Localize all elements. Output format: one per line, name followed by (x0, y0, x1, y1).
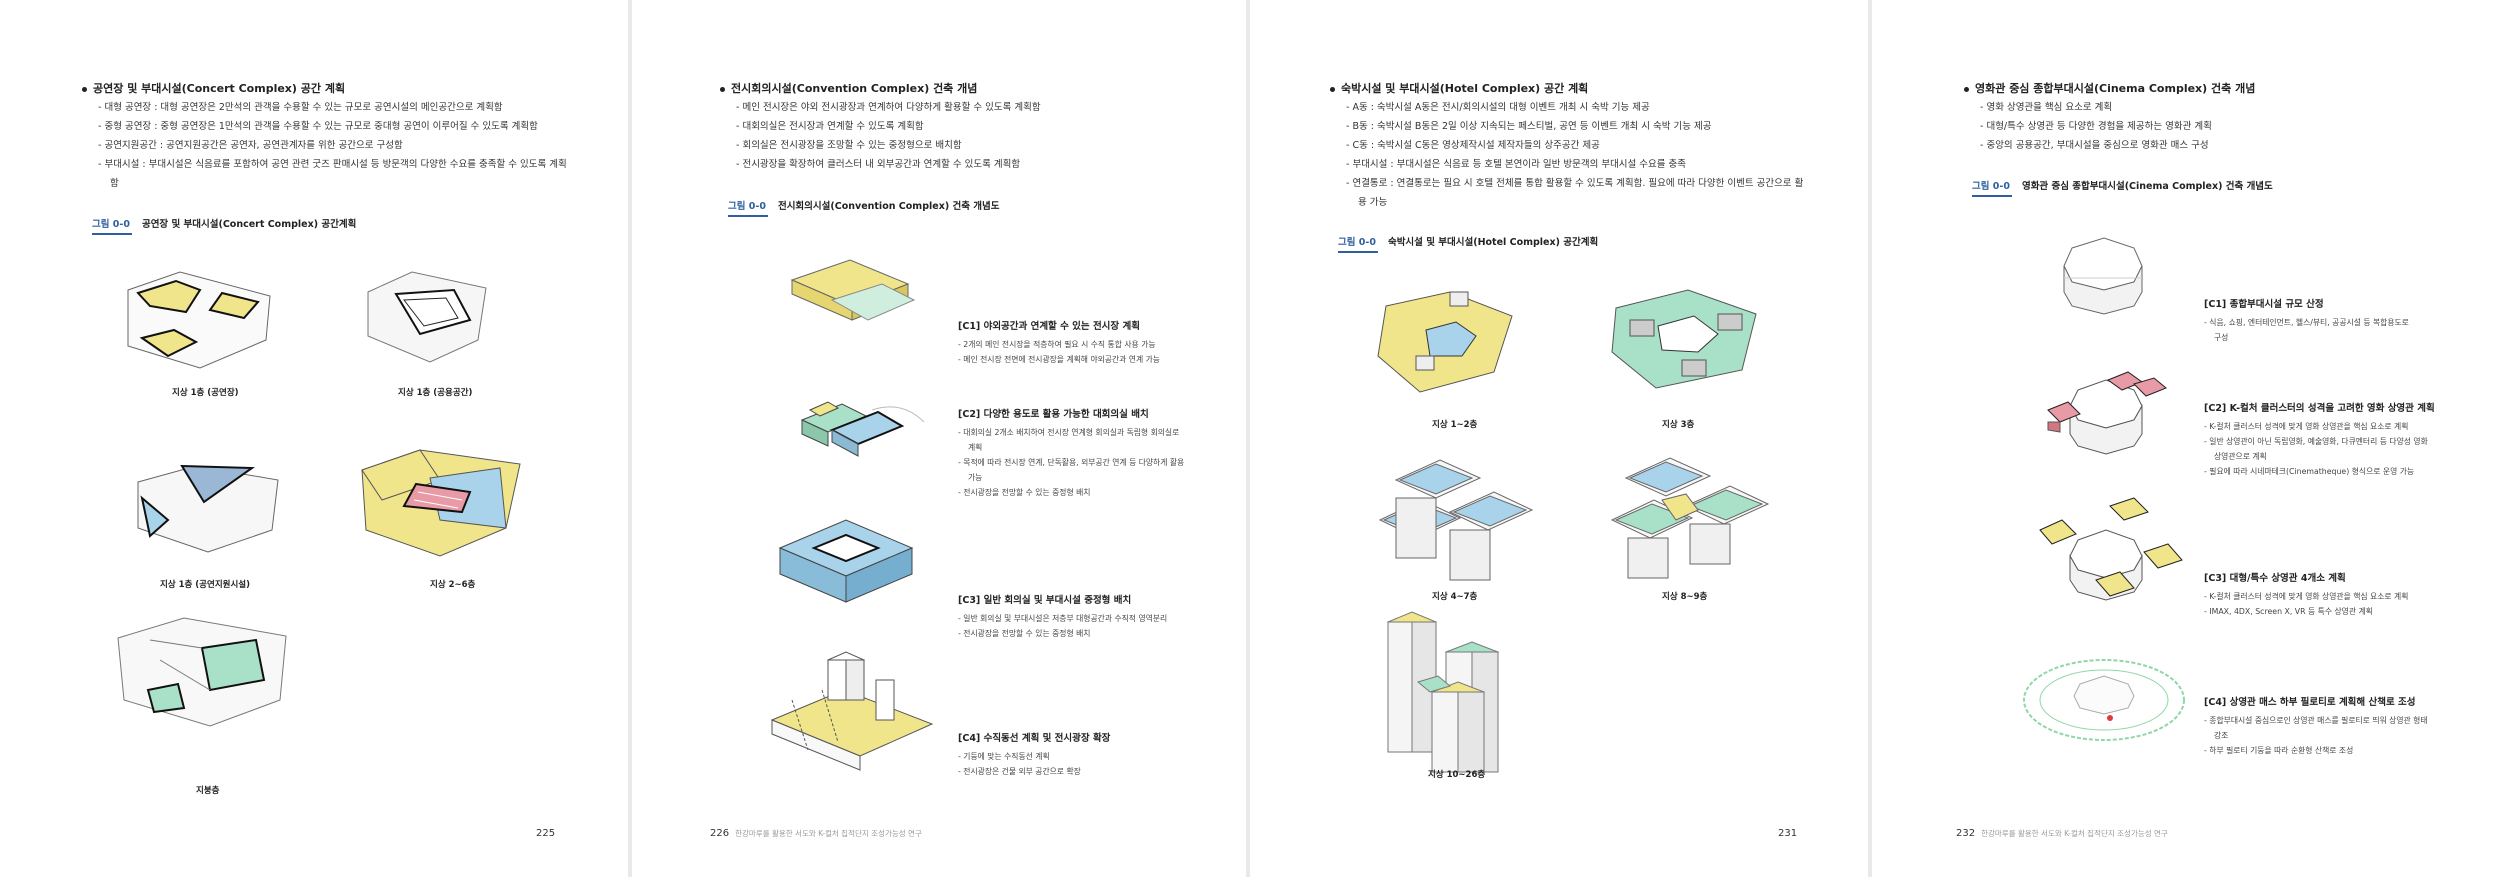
convention-c4 (770, 651, 934, 771)
list-item: 공연지원공간 : 공연지원공간은 공연자, 공연관계자를 위한 공간으로 구성함 (98, 136, 568, 155)
page-number: 225 (536, 828, 556, 839)
section-title: 영화관 중심 종합부대시설(Cinema Complex) 건축 개념 (1964, 80, 2255, 96)
concept-step-c3: [C3] 대형/특수 상영관 4개소 계획 K-컬처 클러스터 성격에 맞게 영… (2204, 570, 2434, 619)
hotel-floor10-26 (1386, 611, 1500, 773)
list-item: 중형 공연장 : 중형 공연장은 1만석의 관객을 수용할 수 있는 규모로 중… (98, 117, 568, 136)
concert-floor1-common (367, 271, 487, 363)
caption: 지붕층 (196, 786, 220, 796)
concept-step-c2: [C2] K-컬처 클러스터의 성격을 고려한 영화 상영관 계획 K-컬처 클… (2204, 400, 2435, 479)
concert-floor1-hall (127, 271, 271, 369)
section-title: 공연장 및 부대시설(Concert Complex) 공간 계획 (82, 80, 345, 96)
list-item: C동 : 숙박시설 C동은 영상제작시설 제작자들의 상주공간 제공 (1346, 136, 1806, 155)
list-item: 부대시설 : 부대시설은 식음료를 포함하여 공연 관련 굿즈 판매시설 등 방… (98, 155, 568, 193)
concert-floor1-support (137, 464, 279, 553)
hotel-floor3 (1611, 289, 1757, 389)
page-225: 공연장 및 부대시설(Concert Complex) 공간 계획 대형 공연장… (0, 0, 628, 877)
hotel-diagrams (1377, 289, 1770, 773)
list-item: 연결통로 : 연결통로는 필요 시 호텔 전체를 통합 활용할 수 있도록 계획… (1346, 174, 1806, 212)
concert-roof (117, 617, 287, 727)
cinema-c3 (2039, 497, 2183, 601)
page-226: 전시회의시설(Convention Complex) 건축 개념 메인 전시장은… (632, 0, 1246, 877)
section-title: 전시회의시설(Convention Complex) 건축 개념 (720, 80, 977, 96)
list-item: A동 : 숙박시설 A동은 전시/회의시설의 대형 이벤트 개최 시 숙박 기능… (1346, 98, 1806, 117)
page-231: 숙박시설 및 부대시설(Hotel Complex) 공간 계획 A동 : 숙박… (1250, 0, 1868, 877)
convention-c1 (790, 259, 916, 321)
list-item: 전시광장을 확장하여 클러스터 내 외부공간과 연계할 수 있도록 계획함 (736, 155, 1206, 174)
convention-c3 (778, 519, 914, 603)
bullet-list: A동 : 숙박시설 A동은 전시/회의시설의 대형 이벤트 개최 시 숙박 기능… (1346, 98, 1806, 212)
hotel-floor8-9 (1610, 457, 1770, 579)
bullet-list: 영화 상영관을 핵심 요소로 계획 대형/특수 상영관 등 다양한 경험을 제공… (1980, 98, 2440, 155)
convention-c2 (800, 401, 925, 457)
caption: 지상 10~26층 (1428, 770, 1486, 780)
concept-step-c2: [C2] 다양한 용도로 활용 가능한 대회의실 배치 대회의실 2개소 배치하… (958, 406, 1188, 500)
hotel-floor4-7 (1378, 459, 1534, 581)
bullet-list: 메인 전시장은 야외 전시광장과 연계하여 다양하게 활용할 수 있도록 계획함… (736, 98, 1206, 174)
caption: 지상 2~6층 (430, 580, 476, 590)
concept-step-c1: [C1] 종합부대시설 규모 산정 식음, 쇼핑, 엔터테인먼트, 헬스/뷰티,… (2204, 296, 2409, 345)
cinema-diagrams (2023, 237, 2185, 741)
caption: 지상 4~7층 (1432, 592, 1478, 602)
caption: 지상 1층 (공연장) (172, 388, 239, 398)
concept-step-c4: [C4] 수직동선 계획 및 전시광장 확장 기둥에 맞는 수직동선 계획 전시… (958, 730, 1188, 779)
concert-floor2-6 (361, 449, 521, 557)
list-item: 대회의실은 전시장과 연계할 수 있도록 계획함 (736, 117, 1206, 136)
caption: 지상 8~9층 (1662, 592, 1708, 602)
list-item: 영화 상영관을 핵심 요소로 계획 (1980, 98, 2440, 117)
concert-diagrams (117, 271, 521, 727)
section-title: 숙박시설 및 부대시설(Hotel Complex) 공간 계획 (1330, 80, 1588, 96)
caption: 지상 1층 (공연지원시설) (160, 580, 250, 590)
list-item: 대형 공연장 : 대형 공연장은 2만석의 관객을 수용할 수 있는 규모로 공… (98, 98, 568, 117)
cinema-c1 (2063, 237, 2143, 315)
concept-step-c3: [C3] 일반 회의실 및 부대시설 중정형 배치 일반 회의실 및 부대시설은… (958, 592, 1188, 641)
list-item: 부대시설 : 부대시설은 식음료 등 호텔 본연이라 일반 방문객의 부대시설 … (1346, 155, 1806, 174)
cinema-c2 (2047, 371, 2167, 455)
bullet-list: 대형 공연장 : 대형 공연장은 2만석의 관객을 수용할 수 있는 규모로 공… (98, 98, 568, 193)
caption: 지상 3층 (1662, 420, 1695, 430)
list-item: 메인 전시장은 야외 전시광장과 연계하여 다양하게 활용할 수 있도록 계획함 (736, 98, 1206, 117)
caption: 지상 1~2층 (1432, 420, 1478, 430)
caption: 지상 1층 (공용공간) (398, 388, 473, 398)
list-item: B동 : 숙박시설 B동은 2일 이상 지속되는 페스티벌, 공연 등 이벤트 … (1346, 117, 1806, 136)
page-number: 231 (1778, 828, 1798, 839)
list-item: 중앙의 공용공간, 부대시설을 중심으로 영화관 매스 구성 (1980, 136, 2440, 155)
concept-step-c1: [C1] 야외공간과 연계할 수 있는 전시장 계획 2개의 메인 전시장을 적… (958, 318, 1188, 367)
concept-step-c4: [C4] 상영관 매스 하부 필로티로 계획해 산책로 조성 종합부대시설 중심… (2204, 694, 2434, 758)
list-item: 회의실은 전시광장을 조망할 수 있는 중정형으로 배치함 (736, 136, 1206, 155)
cinema-c4 (2023, 659, 2185, 741)
page-232: 영화관 중심 종합부대시설(Cinema Complex) 건축 개념 영화 상… (1872, 0, 2500, 877)
list-item: 대형/특수 상영관 등 다양한 경험을 제공하는 영화관 계획 (1980, 117, 2440, 136)
hotel-floor1-2 (1377, 291, 1513, 393)
convention-diagrams (770, 259, 934, 771)
